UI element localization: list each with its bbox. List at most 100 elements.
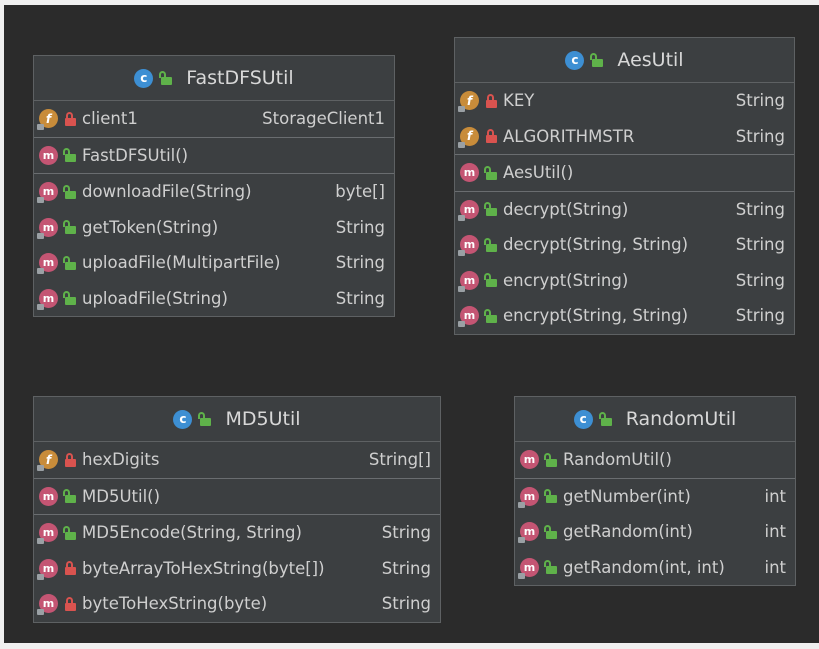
- method-row[interactable]: m getNumber(int) int: [515, 479, 795, 515]
- class-header: c FastDFSUtil: [34, 56, 394, 101]
- constructor-row[interactable]: m RandomUtil(): [515, 442, 795, 478]
- method-name: encrypt(String): [503, 270, 629, 290]
- field-row[interactable]: f client1 StorageClient1: [34, 101, 394, 137]
- fields-section: f KEY String f ALGORITHMSTR String: [455, 83, 794, 155]
- method-icon: m: [39, 145, 58, 165]
- method-icon: m: [37, 288, 58, 310]
- field-type: String: [735, 91, 785, 111]
- public-lock-icon: [484, 308, 497, 323]
- method-icon: m: [37, 253, 58, 275]
- field-icon: f: [458, 91, 479, 113]
- class-icon: c: [565, 50, 585, 70]
- method-icon: m: [458, 199, 479, 221]
- constructor-row[interactable]: m MD5Util(): [34, 479, 440, 515]
- method-row[interactable]: m encrypt(String, String) String: [455, 298, 794, 334]
- method-name: uploadFile(MultipartFile): [82, 253, 281, 273]
- method-return-type: String: [735, 306, 785, 326]
- field-name: hexDigits: [82, 450, 160, 470]
- frame-edge-left: [0, 0, 4, 649]
- method-row[interactable]: m getRandom(int, int) int: [515, 550, 795, 586]
- field-row[interactable]: f hexDigits String[]: [34, 442, 440, 478]
- field-name: client1: [82, 109, 138, 129]
- method-row[interactable]: m decrypt(String, String) String: [455, 227, 794, 263]
- field-name: ALGORITHMSTR: [503, 126, 635, 146]
- method-name: getRandom(int, int): [563, 557, 725, 577]
- class-name: MD5Util: [225, 408, 301, 430]
- method-icon: m: [37, 217, 58, 239]
- field-icon: f: [37, 450, 58, 472]
- method-row[interactable]: m getToken(String) String: [34, 210, 394, 246]
- private-lock-icon: [65, 561, 76, 576]
- fields-section: f client1 StorageClient1: [34, 101, 394, 138]
- method-icon: m: [460, 163, 479, 183]
- public-lock-icon: [63, 220, 76, 235]
- field-icon: f: [37, 109, 58, 131]
- method-icon: m: [518, 486, 539, 508]
- class-icon: c: [173, 409, 193, 429]
- method-row[interactable]: m byteArrayToHexString(byte[]) String: [34, 551, 440, 587]
- public-lock-icon: [484, 165, 497, 180]
- public-lock-icon: [590, 53, 604, 67]
- methods-section: m getNumber(int) int m getRandom(int) in…: [515, 479, 795, 586]
- constructor-name: RandomUtil(): [563, 450, 672, 470]
- method-icon: m: [518, 557, 539, 579]
- field-row[interactable]: f ALGORITHMSTR String: [455, 119, 794, 155]
- class-box-md5util[interactable]: c MD5Util f hexDigits String[] m MD5Util…: [33, 396, 441, 623]
- constructor-name: MD5Util(): [82, 486, 161, 506]
- public-lock-icon: [63, 184, 76, 199]
- public-lock-icon: [63, 291, 76, 306]
- private-lock-icon: [486, 93, 497, 108]
- method-icon: m: [37, 558, 58, 580]
- method-name: encrypt(String, String): [503, 306, 689, 326]
- method-return-type: String: [381, 523, 431, 543]
- public-lock-icon: [544, 489, 557, 504]
- method-return-type: byte[]: [335, 182, 385, 202]
- method-return-type: String: [335, 253, 385, 273]
- field-type: String: [735, 126, 785, 146]
- public-lock-icon: [484, 237, 497, 252]
- method-return-type: String: [381, 558, 431, 578]
- method-return-type: String: [735, 199, 785, 219]
- method-return-type: int: [764, 557, 786, 577]
- field-type: String[]: [368, 450, 431, 470]
- public-lock-icon: [63, 148, 76, 163]
- method-return-type: String: [381, 594, 431, 614]
- method-icon: m: [37, 594, 58, 616]
- methods-section: m downloadFile(String) byte[] m getToken…: [34, 174, 394, 316]
- class-box-aesutil[interactable]: c AesUtil f KEY String f ALGORITHMSTR St…: [454, 37, 795, 335]
- method-name: getNumber(int): [563, 486, 691, 506]
- methods-section: m decrypt(String) String m decrypt(Strin…: [455, 192, 794, 334]
- public-lock-icon: [63, 525, 76, 540]
- method-name: decrypt(String): [503, 199, 629, 219]
- field-row[interactable]: f KEY String: [455, 83, 794, 119]
- method-icon: m: [458, 306, 479, 328]
- constructors-section: m MD5Util(): [34, 479, 440, 515]
- class-box-randomutil[interactable]: c RandomUtil m RandomUtil() m getNumber(…: [514, 396, 796, 586]
- method-row[interactable]: m downloadFile(String) byte[]: [34, 174, 394, 210]
- class-box-fastdfsutil[interactable]: c FastDFSUtil f client1 StorageClient1 m…: [33, 55, 395, 317]
- method-row[interactable]: m getRandom(int) int: [515, 514, 795, 550]
- method-row[interactable]: m uploadFile(String) String: [34, 281, 394, 317]
- method-icon: m: [37, 523, 58, 545]
- method-icon: m: [39, 486, 58, 506]
- class-header: c MD5Util: [34, 397, 440, 442]
- public-lock-icon: [544, 524, 557, 539]
- method-name: byteToHexString(byte): [82, 594, 268, 614]
- private-lock-icon: [486, 129, 497, 144]
- field-name: KEY: [503, 91, 535, 111]
- method-row[interactable]: m decrypt(String) String: [455, 192, 794, 228]
- method-row[interactable]: m uploadFile(MultipartFile) String: [34, 245, 394, 281]
- frame-edge-bottom: [0, 643, 819, 649]
- class-name: RandomUtil: [625, 408, 737, 430]
- class-icon: c: [134, 68, 154, 88]
- method-name: byteArrayToHexString(byte[]): [82, 558, 325, 578]
- method-icon: m: [458, 270, 479, 292]
- public-lock-icon: [198, 412, 212, 426]
- method-icon: m: [520, 450, 539, 470]
- method-row[interactable]: m MD5Encode(String, String) String: [34, 515, 440, 551]
- class-icon: c: [573, 409, 593, 429]
- method-row[interactable]: m encrypt(String) String: [455, 263, 794, 299]
- method-row[interactable]: m byteToHexString(byte) String: [34, 586, 440, 622]
- constructor-row[interactable]: m FastDFSUtil(): [34, 138, 394, 174]
- constructor-row[interactable]: m AesUtil(): [455, 155, 794, 191]
